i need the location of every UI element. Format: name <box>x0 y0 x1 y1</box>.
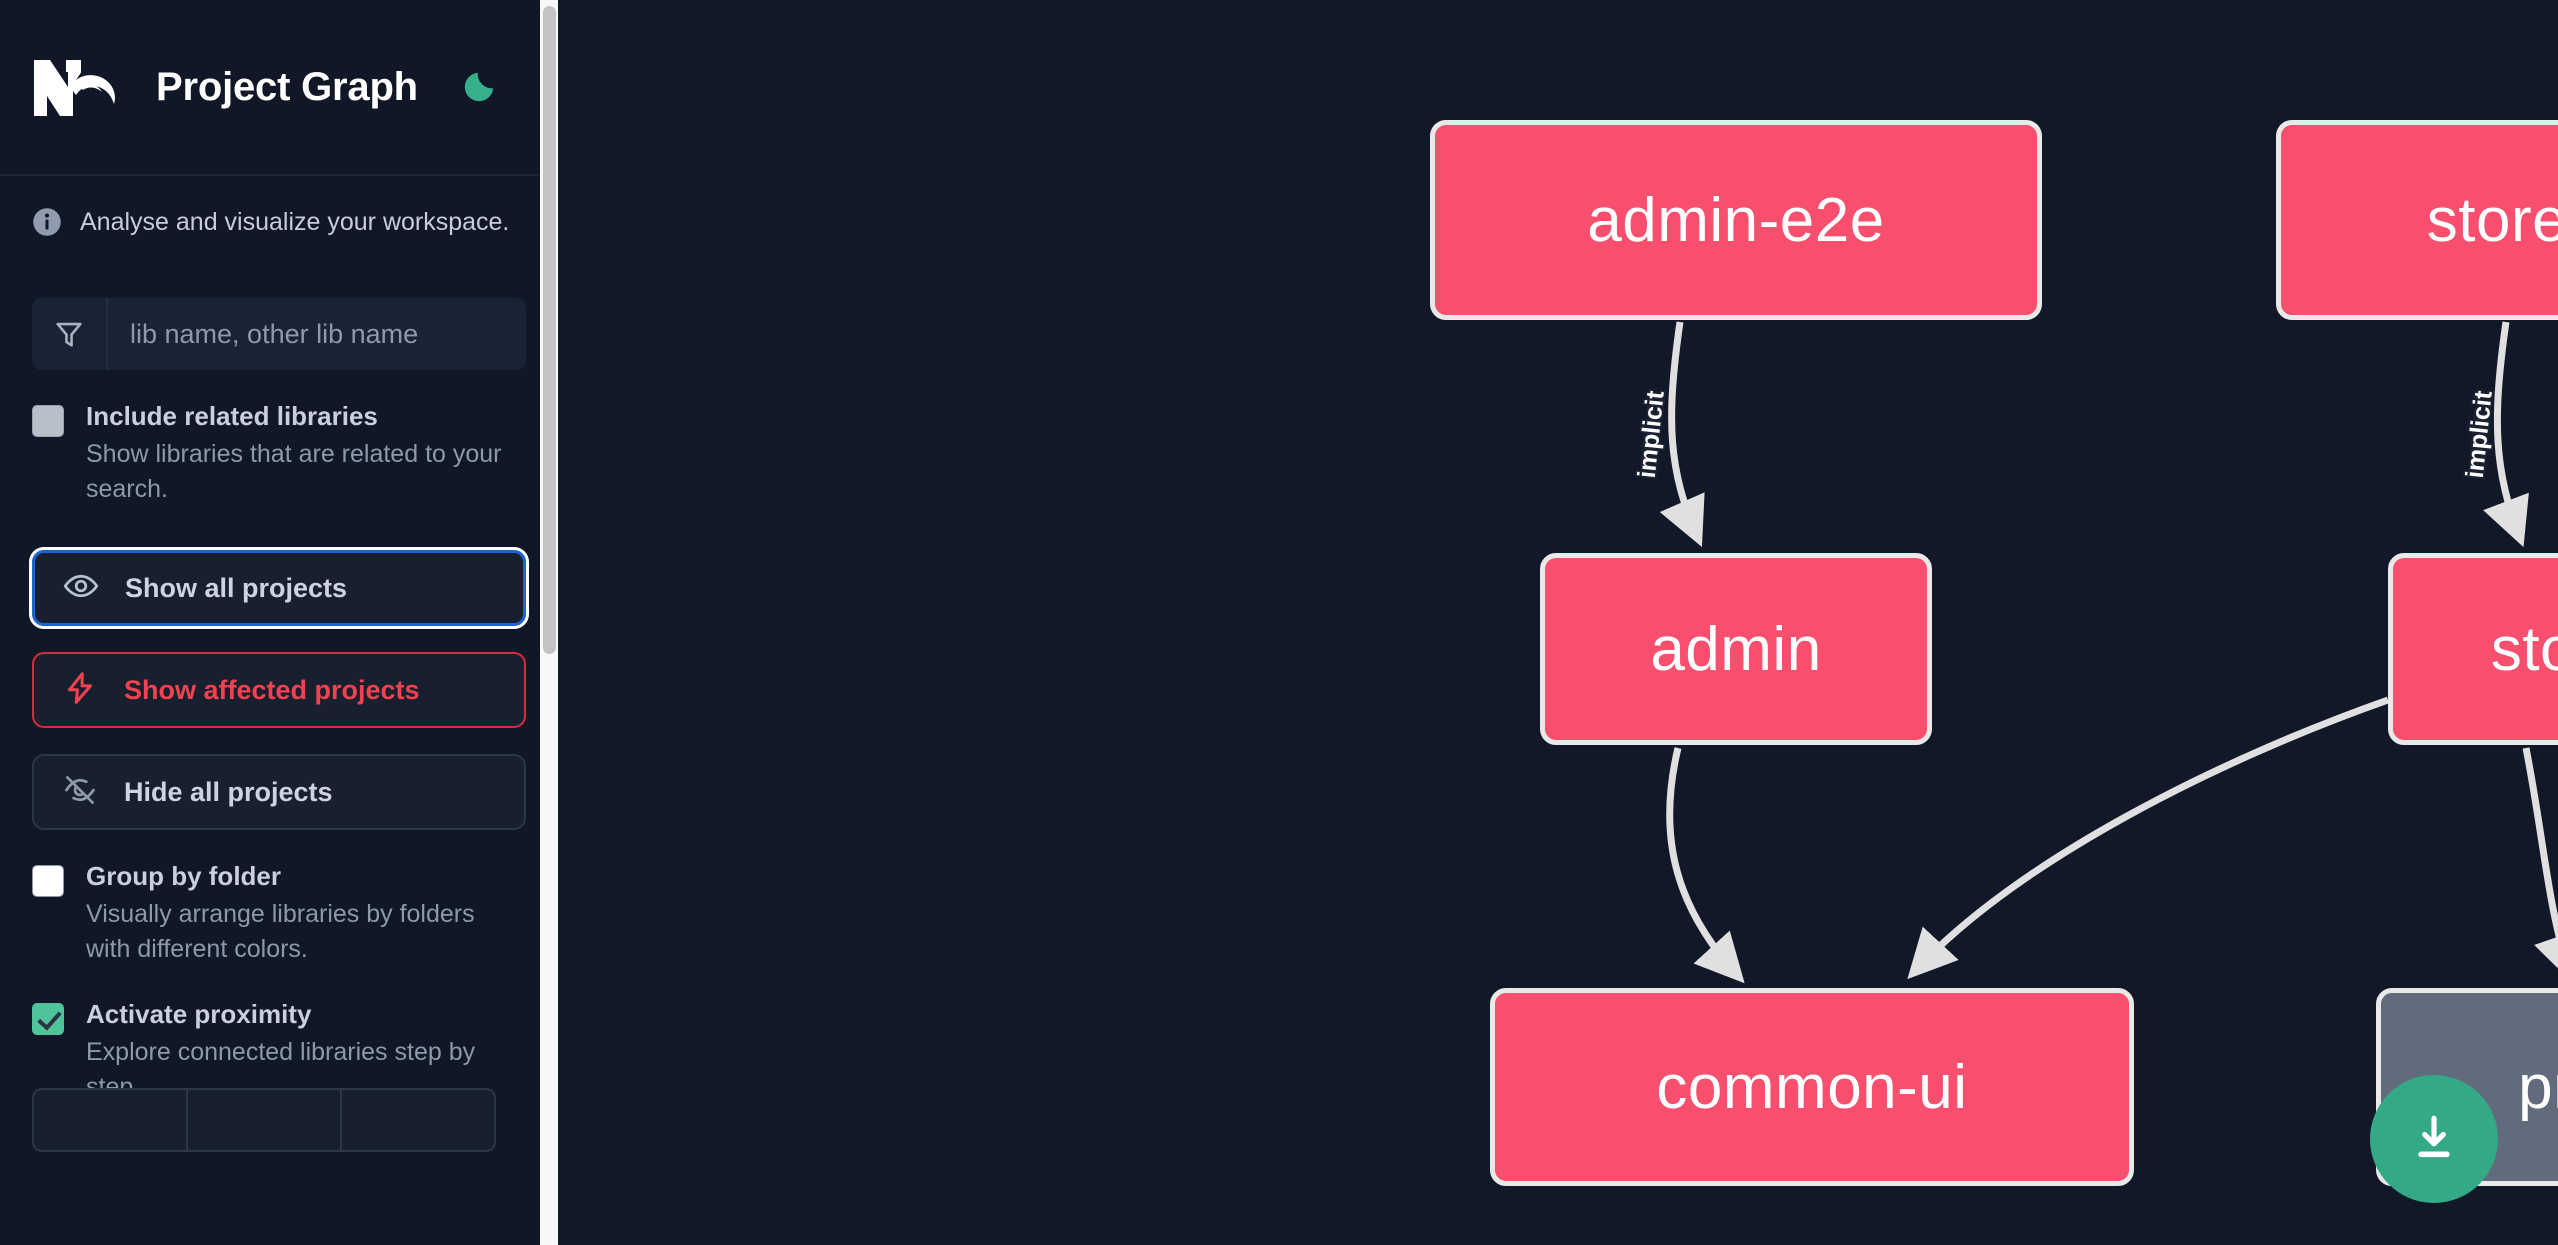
graph-canvas[interactable]: admin-e2e store-e2e admin store common-u… <box>558 0 2558 1245</box>
include-related-libraries-checkbox[interactable] <box>32 405 64 437</box>
option-group-by-folder[interactable]: Group by folder Visually arrange librari… <box>32 860 526 968</box>
graph-node-label: store <box>2490 614 2558 684</box>
search-field[interactable] <box>32 298 526 370</box>
group-by-folder-label: Group by folder <box>86 861 281 891</box>
graph-node-label: admin-e2e <box>1587 185 1885 255</box>
graph-node-common-ui[interactable]: common-ui <box>1490 988 2134 1186</box>
show-all-projects-button[interactable]: Show all projects <box>29 547 529 629</box>
graph-node-store-e2e[interactable]: store-e2e <box>2276 120 2558 320</box>
sidebar-body: Analyse and visualize your workspace. In… <box>0 176 558 1152</box>
tagline-text: Analyse and visualize your workspace. <box>80 207 510 236</box>
option-include-related-libraries[interactable]: Include related libraries Show libraries… <box>32 400 526 508</box>
graph-node-label: products <box>2518 1052 2558 1122</box>
eye-off-icon <box>62 772 98 813</box>
show-all-projects-label: Show all projects <box>125 572 348 603</box>
sidebar-scrollbar[interactable] <box>540 0 558 1245</box>
edge-admin-to-common-ui <box>1666 747 1745 984</box>
graph-node-store[interactable]: store <box>2388 553 2558 745</box>
sidebar-header: Project Graph <box>0 0 558 176</box>
graph-node-label: common-ui <box>1656 1052 1968 1122</box>
proximity-step-control[interactable] <box>32 1088 496 1152</box>
proximity-step-decrease[interactable] <box>34 1090 188 1150</box>
show-affected-projects-label: Show affected projects <box>124 674 420 705</box>
hide-all-projects-button[interactable]: Hide all projects <box>32 754 526 830</box>
lightning-icon <box>62 670 98 711</box>
search-input[interactable] <box>108 298 526 370</box>
include-related-libraries-label: Include related libraries <box>86 401 378 431</box>
proximity-step-value[interactable] <box>188 1090 342 1150</box>
download-icon <box>2406 1110 2462 1169</box>
hide-all-projects-label: Hide all projects <box>124 776 333 807</box>
graph-node-admin[interactable]: admin <box>1540 553 1932 745</box>
show-affected-projects-button[interactable]: Show affected projects <box>32 652 526 728</box>
edge-store-e2e-to-store <box>2483 321 2529 548</box>
group-by-folder-description: Visually arrange libraries by folders wi… <box>86 899 475 964</box>
graph-edges <box>1659 321 2558 984</box>
sidebar: Project Graph Analyse and visualize your… <box>0 0 558 1245</box>
edge-store-to-products <box>2522 747 2558 984</box>
eye-icon <box>63 568 99 609</box>
proximity-step-increase[interactable] <box>342 1090 494 1150</box>
project-visibility-buttons: Show all projects Show affected projects <box>29 547 529 830</box>
info-icon <box>32 207 62 237</box>
download-button[interactable] <box>2370 1075 2498 1203</box>
activate-proximity-checkbox[interactable] <box>32 1003 64 1035</box>
group-by-folder-checkbox[interactable] <box>32 865 64 897</box>
nx-logo-icon <box>32 56 120 118</box>
sidebar-scrollbar-thumb[interactable] <box>543 6 556 654</box>
activate-proximity-label: Activate proximity <box>86 999 312 1029</box>
moon-icon[interactable] <box>456 64 502 110</box>
page-title: Project Graph <box>156 64 418 109</box>
graph-node-label: admin <box>1650 614 1822 684</box>
filter-icon <box>32 298 108 370</box>
graph-node-admin-e2e[interactable]: admin-e2e <box>1430 120 2042 320</box>
edge-store-to-common-ui <box>1907 696 2390 980</box>
edge-admin-e2e-to-admin <box>1659 321 1705 547</box>
graph-node-label: store-e2e <box>2426 185 2558 255</box>
include-related-libraries-description: Show libraries that are related to your … <box>86 439 502 504</box>
tagline: Analyse and visualize your workspace. <box>32 176 526 268</box>
